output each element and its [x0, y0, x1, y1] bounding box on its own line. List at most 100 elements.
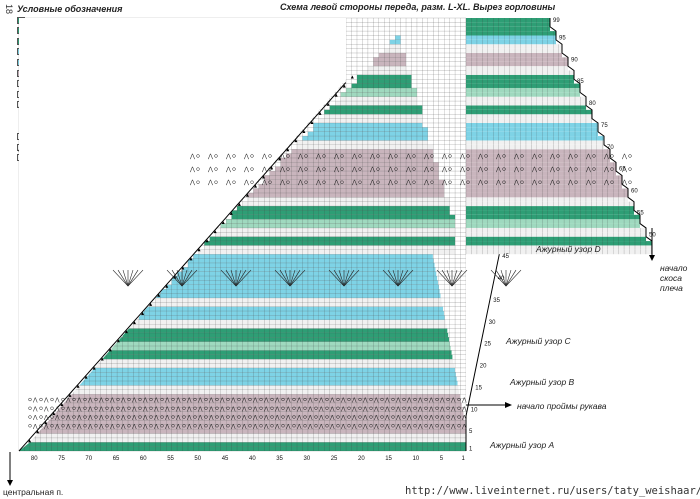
lace-symbol: ⋀ — [369, 153, 375, 160]
chart-row — [138, 315, 445, 320]
lace-symbol: ⋀ — [450, 406, 456, 412]
yarn-over-symbol — [193, 397, 197, 402]
yarn-over-symbol — [402, 406, 406, 410]
yarn-over-symbol — [250, 154, 254, 158]
yarn-over-symbol — [402, 424, 406, 428]
yarn-over-symbol — [394, 154, 398, 158]
double-decrease-mark — [108, 348, 112, 352]
lace-symbol: ⋀ — [384, 406, 390, 412]
lace-fan-stroke — [284, 269, 291, 287]
chart-row — [264, 179, 445, 185]
yarn-over-symbol — [610, 180, 614, 184]
lace-symbol: ⋀ — [329, 406, 335, 412]
chart-row-ext — [466, 232, 646, 237]
chart-row — [329, 105, 423, 110]
lace-symbol: ⋀ — [296, 415, 302, 421]
chart-row — [302, 136, 428, 141]
lace-symbol: ⋀ — [87, 406, 93, 412]
yarn-over-symbol — [430, 167, 434, 171]
chart-row — [220, 223, 456, 228]
yarn-over-symbol — [196, 167, 200, 171]
chart-row — [335, 101, 417, 106]
lace-symbol: ⋀ — [450, 398, 456, 404]
lace-symbol: ⋀ — [131, 415, 137, 421]
lace-symbol: ⋀ — [395, 398, 401, 404]
lace-symbol: ⋀ — [109, 415, 115, 421]
lace-symbol: ⋀ — [263, 398, 269, 404]
chart-row — [155, 293, 441, 298]
lace-symbol: ⋀ — [405, 153, 411, 160]
lace-symbol: ⋀ — [219, 398, 225, 404]
row-number: 35 — [493, 298, 500, 304]
yarn-over-symbol — [259, 406, 263, 410]
chart-row-ext — [466, 192, 628, 198]
lace-symbol: ⋀ — [406, 415, 412, 421]
row-number: 20 — [480, 364, 487, 370]
stitch-number: 55 — [167, 456, 174, 462]
lace-symbol: ⋀ — [274, 424, 280, 430]
yarn-over-symbol — [292, 397, 296, 402]
lace-symbol: ⋀ — [373, 424, 379, 430]
yarn-over-symbol — [270, 424, 274, 428]
lace-symbol: ⋀ — [186, 406, 192, 412]
label-armhole: начало проймы рукава — [517, 401, 607, 411]
lace-fan-stroke — [505, 269, 522, 287]
yarn-over-symbol — [391, 415, 395, 419]
lace-symbol: ⋀ — [428, 415, 434, 421]
yarn-over-symbol — [380, 424, 384, 428]
chart-row — [106, 350, 452, 355]
yarn-over-symbol — [72, 397, 76, 402]
lace-fan-stroke — [451, 269, 468, 287]
chart-row — [78, 376, 457, 382]
yarn-over-symbol — [413, 424, 417, 428]
chart-row-ext — [466, 153, 610, 158]
lace-symbol: ⋀ — [65, 424, 71, 430]
lace-fan-stroke — [181, 269, 193, 287]
lace-symbol: ⋀ — [76, 398, 82, 404]
label-center: центральная п. — [3, 487, 64, 497]
chart-row — [351, 83, 412, 88]
chart-row — [171, 280, 438, 285]
yarn-over-symbol — [304, 167, 308, 171]
yarn-over-symbol — [204, 424, 208, 428]
lace-symbol: ⋀ — [384, 398, 390, 404]
yarn-over-symbol — [232, 167, 236, 171]
double-decrease-mark — [181, 266, 185, 270]
chart-row-ext — [466, 114, 592, 119]
lace-symbol: ⋀ — [87, 398, 93, 404]
stitch-number: 60 — [140, 456, 147, 462]
lace-symbol: ⋀ — [65, 415, 71, 421]
yarn-over-symbol — [72, 406, 76, 410]
yarn-over-symbol — [160, 415, 164, 419]
chart-row-ext — [466, 66, 568, 71]
yarn-over-symbol — [94, 424, 98, 428]
lace-symbol: ⋀ — [120, 406, 126, 412]
lace-symbol: ⋀ — [279, 153, 285, 160]
neckline-edge — [18, 82, 347, 452]
lace-symbol: ⋀ — [513, 179, 519, 186]
chart-row — [253, 188, 445, 193]
yarn-over-symbol — [259, 424, 263, 428]
center-arrow — [7, 480, 13, 486]
chart-row-ext — [466, 35, 556, 40]
yarn-over-symbol — [72, 415, 76, 419]
lace-symbol: ⋀ — [197, 398, 203, 404]
yarn-over-symbol — [149, 397, 153, 402]
double-decrease-mark — [132, 321, 136, 325]
yarn-over-symbol — [127, 406, 131, 410]
chart-row — [209, 236, 456, 242]
chart-row — [51, 407, 463, 412]
yarn-over-symbol — [340, 154, 344, 158]
chart-row-ext — [466, 188, 628, 193]
lace-symbol: ⋀ — [351, 406, 357, 412]
lace-symbol: ⋀ — [340, 424, 346, 430]
double-decrease-mark — [302, 130, 306, 134]
yarn-over-symbol — [292, 424, 296, 428]
yarn-over-symbol — [286, 180, 290, 184]
yarn-over-symbol — [204, 406, 208, 410]
yarn-over-symbol — [268, 180, 272, 184]
yarn-over-symbol — [149, 424, 153, 428]
double-decrease-mark — [294, 139, 298, 143]
yarn-over-symbol — [138, 424, 142, 428]
yarn-over-symbol — [182, 415, 186, 419]
